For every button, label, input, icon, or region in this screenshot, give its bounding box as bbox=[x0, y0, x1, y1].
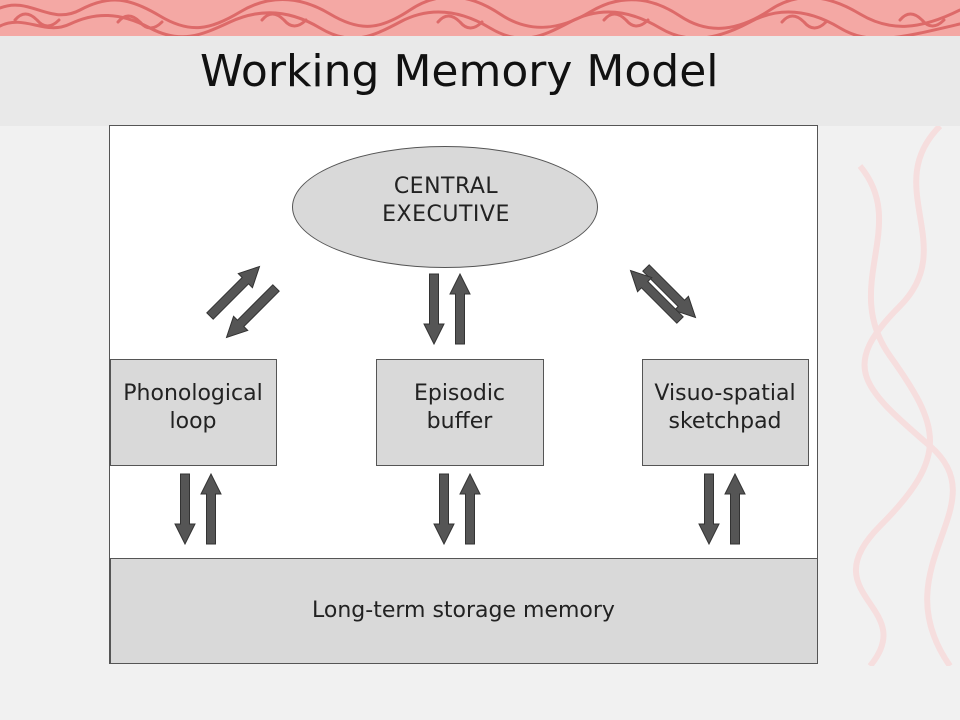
decorative-banner bbox=[0, 0, 960, 36]
exec-visuospatial-arrows bbox=[622, 260, 704, 328]
visuospatial-ltm-arrows bbox=[698, 473, 746, 545]
long-term-storage-label: Long-term storage memory bbox=[312, 598, 615, 623]
episodic-buffer-line2: buffer bbox=[426, 408, 493, 434]
visuo-spatial-line2: sketchpad bbox=[668, 408, 782, 434]
visuo-spatial-sketchpad-node: Visuo-spatial sketchpad bbox=[642, 359, 809, 466]
episodic-ltm-arrows bbox=[433, 473, 481, 545]
working-memory-diagram: CENTRAL EXECUTIVE Phonological loop Epis… bbox=[109, 125, 818, 664]
phonological-loop-line2: loop bbox=[169, 408, 217, 434]
phonological-loop-node: Phonological loop bbox=[110, 359, 277, 466]
central-executive-line2: EXECUTIVE bbox=[382, 201, 510, 227]
phonological-loop-line1: Phonological bbox=[123, 381, 263, 406]
phonological-ltm-arrows bbox=[174, 473, 222, 545]
central-executive-node: CENTRAL EXECUTIVE bbox=[292, 146, 598, 268]
exec-episodic-arrows bbox=[423, 273, 471, 345]
slide-title: Working Memory Model bbox=[200, 46, 719, 97]
title-band bbox=[0, 36, 960, 126]
episodic-buffer-line1: Episodic bbox=[413, 381, 506, 406]
exec-phonological-arrows bbox=[202, 258, 284, 346]
long-term-storage-node: Long-term storage memory bbox=[110, 558, 818, 664]
visuo-spatial-line1: Visuo-spatial bbox=[654, 381, 796, 406]
central-executive-line1: CENTRAL bbox=[393, 174, 499, 199]
episodic-buffer-node: Episodic buffer bbox=[376, 359, 544, 466]
decorative-swirl bbox=[853, 126, 956, 666]
